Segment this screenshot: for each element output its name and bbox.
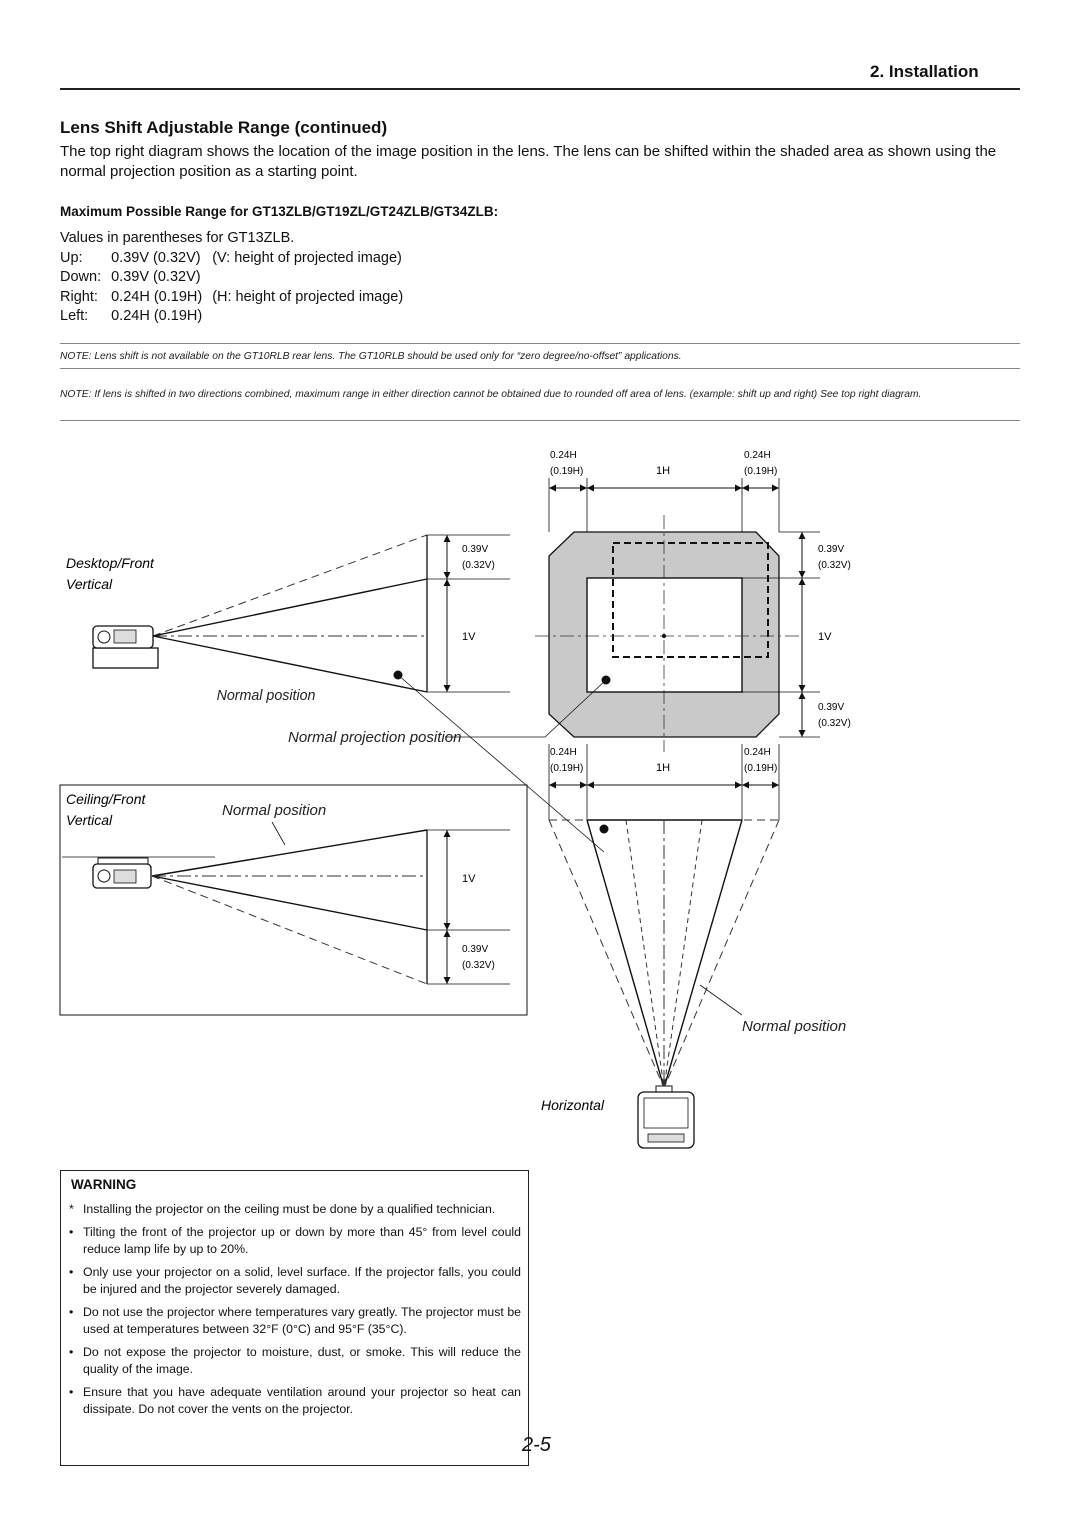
list-item-text: Do not expose the projector to moisture,… [83, 1345, 521, 1376]
dir-cell: Down: [60, 269, 102, 285]
val-cell: 0.39V (0.32V) [111, 249, 201, 266]
list-item: • Do not expose the projector to moisture… [67, 1344, 521, 1378]
desktop-front-vertical-diagram: Desktop/Front Vertical 0.39V (0.32V) 1V … [66, 534, 605, 853]
dir-cell: Up: [60, 249, 83, 266]
section-title: 2. Installation [870, 62, 979, 81]
list-item-text: Do not use the projector where temperatu… [83, 1305, 521, 1336]
dim-039v-right-top: 0.39V [818, 544, 844, 555]
dim-024h-bottom-left: 0.24H [550, 747, 577, 758]
projector-ceiling-icon [92, 857, 152, 889]
vertical-label-2: Vertical [66, 812, 113, 828]
dim-032v-right-bottom: (0.32V) [818, 718, 851, 729]
list-marker: • [69, 1265, 74, 1279]
ceiling-front-vertical-diagram: Ceiling/Front Vertical Normal position 1… [59, 784, 528, 1016]
dim-024h-bottom-right: 0.24H [744, 747, 771, 758]
projector-desktop-icon [92, 625, 159, 669]
horizontal-diagram: 0.24H (0.19H) 1H 0.24H (0.19H) Normal po… [541, 744, 846, 1149]
list-item-text: Installing the projector on the ceiling … [83, 1202, 496, 1216]
vertical-label-1: Vertical [66, 576, 113, 592]
ceiling-front-label: Ceiling/Front [66, 791, 146, 807]
dir-cell: Right: [60, 288, 98, 305]
warning-list: * Installing the projector on the ceiling… [67, 1201, 521, 1424]
dim-032v-right-top: (0.32V) [818, 560, 851, 571]
values-table: Up: 0.39V (0.32V) (V: height of projecte… [60, 249, 413, 327]
dim-032v: (0.32V) [462, 560, 495, 571]
dir-cell: Left: [60, 308, 89, 324]
dim-019h-bottom-left: (0.19H) [550, 763, 583, 774]
list-item: * Installing the projector on the ceiling… [67, 1201, 521, 1218]
values-row: Right: 0.24H (0.19H) (H: height of proje… [60, 288, 413, 308]
dim-1v: 1V [462, 631, 476, 643]
list-item: • Only use your projector on a solid, lev… [67, 1264, 521, 1298]
normal-position-label-3: Normal position [742, 1018, 846, 1035]
horizontal-label: Horizontal [541, 1097, 605, 1113]
note-cell: (V: height of projected image) [212, 249, 402, 266]
note-cell: (H: height of projected image) [212, 288, 404, 305]
projector-top-view-icon [637, 1085, 695, 1149]
note-rear-lens: NOTE: Lens shift is not available on the… [60, 351, 682, 362]
note-rule-mid [60, 368, 1020, 369]
list-item-text: Only use your projector on a solid, leve… [83, 1265, 521, 1296]
list-marker: • [69, 1305, 74, 1319]
normal-position-label-2: Normal position [222, 802, 326, 819]
dim-1h-top: 1H [656, 465, 670, 477]
dim-1v-right: 1V [818, 631, 832, 643]
warning-title: WARNING [71, 1177, 137, 1192]
values-caption: Values in parentheses for GT13ZLB. [60, 230, 295, 246]
warning-box: WARNING * Installing the projector on the… [60, 1170, 529, 1466]
dim-039v-right-bottom: 0.39V [818, 702, 844, 713]
dim-1h-bottom: 1H [656, 762, 670, 774]
list-item-text: Tilting the front of the projector up or… [83, 1225, 521, 1256]
dim-019h-top-right: (0.19H) [744, 466, 777, 477]
values-row: Left: 0.24H (0.19H) [60, 307, 413, 327]
dim-039v: 0.39V [462, 544, 488, 555]
values-row: Down: 0.39V (0.32V) [60, 268, 413, 288]
range-subheading: Maximum Possible Range for GT13ZLB/GT19Z… [60, 204, 499, 219]
note-rule-bottom [60, 420, 1020, 421]
normal-projection-position-label: Normal projection position [288, 729, 461, 746]
note-rule-top [60, 343, 1020, 344]
values-block: Values in parentheses for GT13ZLB. Up: 0… [60, 229, 413, 327]
val-cell: 0.24H (0.19H) [111, 288, 203, 305]
desktop-front-label: Desktop/Front [66, 555, 155, 571]
shifted-image-frame [612, 542, 769, 658]
dim-024h-top-left: 0.24H [550, 450, 577, 461]
list-item-text: Ensure that you have adequate ventilatio… [83, 1385, 521, 1416]
list-marker: * [69, 1202, 74, 1216]
header-rule [60, 88, 1020, 90]
values-row: Up: 0.39V (0.32V) (V: height of projecte… [60, 249, 413, 269]
list-marker: • [69, 1225, 74, 1239]
intro-paragraph: The top right diagram shows the location… [60, 143, 997, 180]
val-cell: 0.24H (0.19H) [111, 308, 203, 324]
page-number: 2-5 [522, 1434, 551, 1456]
list-item: • Tilting the front of the projector up o… [67, 1224, 521, 1258]
normal-position-label-1: Normal position [217, 688, 316, 704]
dim-039v-ceiling: 0.39V [462, 944, 488, 955]
val-cell: 0.39V (0.32V) [111, 269, 201, 285]
list-item: • Ensure that you have adequate ventilati… [67, 1384, 521, 1418]
dim-1v-ceiling: 1V [462, 873, 476, 885]
list-marker: • [69, 1385, 74, 1399]
dim-019h-bottom-right: (0.19H) [744, 763, 777, 774]
dim-019h-top-left: (0.19H) [550, 466, 583, 477]
page-heading: Lens Shift Adjustable Range (continued) [60, 118, 388, 137]
lens-shift-range-diagram: 0.24H (0.19H) 1H 0.24H (0.19H) 0.39V (0.… [535, 450, 851, 752]
dim-032v-ceiling: (0.32V) [462, 960, 495, 971]
list-marker: • [69, 1345, 74, 1359]
note-combined-shift: NOTE: If lens is shifted in two directio… [60, 389, 922, 400]
dim-024h-top-right: 0.24H [744, 450, 771, 461]
list-item: • Do not use the projector where temperat… [67, 1304, 521, 1338]
